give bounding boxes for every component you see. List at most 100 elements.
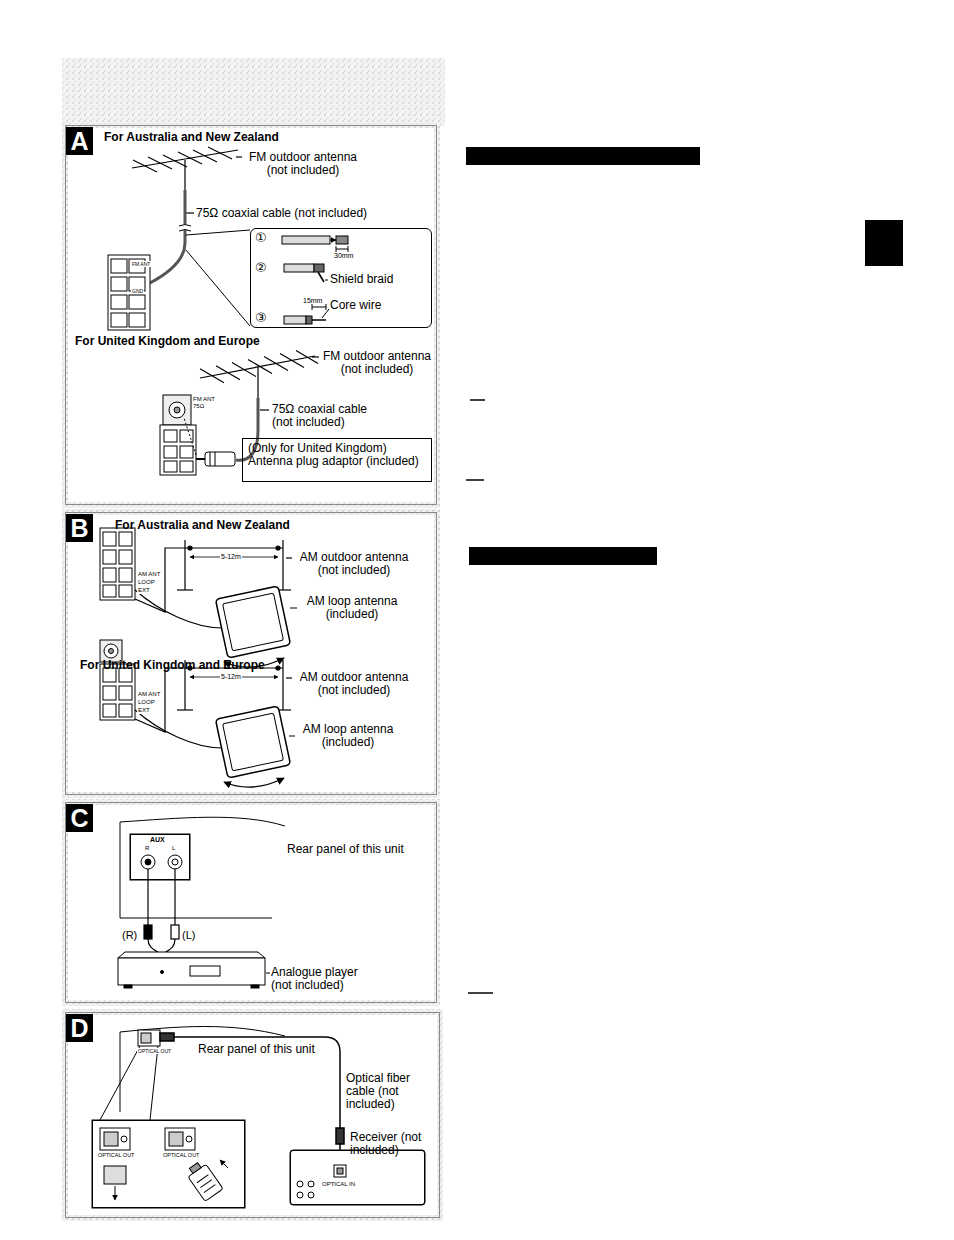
terminal-label: FM ANT 75Ω [193, 396, 217, 410]
figure-letter: D [66, 1014, 93, 1042]
wall-socket [180, 461, 193, 472]
section-heading: For Australia and New Zealand [104, 131, 279, 144]
wall-socket [169, 402, 185, 418]
rear-panel-outline [120, 817, 285, 918]
am-outdoor-antenna [177, 589, 193, 590]
wall-socket [160, 395, 196, 475]
optical-fiber-cable [174, 1037, 340, 1128]
wall-socket [180, 446, 193, 458]
cable-preparation-steps [314, 264, 324, 272]
channel-mark: (L) [182, 929, 195, 942]
fm-antenna-symbol [257, 367, 258, 398]
cable-preparation-steps [318, 272, 324, 282]
am-loop-antenna [215, 706, 290, 778]
analogue-player [266, 973, 270, 974]
panel-ground [65, 125, 440, 1218]
receiver-device [334, 1165, 346, 1177]
callout-label: Analogue player (not included) [271, 966, 371, 992]
jack-panel: AUX [130, 834, 190, 880]
terminal-label: AM ANT [137, 691, 161, 698]
optical-detail-inset [121, 1136, 127, 1142]
terminal-block [119, 686, 132, 700]
receiver-device [337, 1168, 343, 1174]
terminal-label: AM ANT [137, 571, 161, 578]
terminal-block [119, 704, 132, 717]
terminal-block [100, 528, 135, 720]
wall-socket [164, 461, 177, 472]
fm-antenna-symbol [232, 363, 256, 377]
optical-detail-inset [200, 1180, 211, 1188]
optical-fiber-cable [160, 1033, 174, 1041]
am-outdoor-antenna [276, 546, 280, 550]
optical-detail-inset [104, 1132, 118, 1146]
terminal-block [103, 532, 116, 546]
analogue-player [118, 952, 270, 988]
optical-detail-inset [220, 1160, 228, 1168]
page-header-texture [62, 58, 445, 126]
am-loop-antenna [224, 778, 284, 787]
rear-panel-outline [120, 918, 272, 919]
fm-antenna-symbol [200, 369, 224, 383]
antenna-plug-adaptor [184, 418, 196, 455]
wall-socket [174, 407, 180, 413]
analogue-player [190, 966, 220, 976]
receiver-device [297, 1192, 303, 1198]
cable-preparation-steps [284, 316, 306, 324]
node-text: Core wire [330, 299, 381, 313]
terminal-label: LOOP [137, 579, 156, 586]
optical-fiber-cable [336, 1128, 344, 1144]
section-heading-bar [469, 547, 657, 565]
wall-socket [180, 430, 193, 442]
callout-label: AM loop antenna (included) [296, 723, 400, 749]
rear-panel-outline [120, 1027, 285, 1113]
channel-mark: R [145, 845, 149, 852]
am-loop-antenna [289, 736, 295, 737]
note-dash [466, 479, 484, 481]
section-heading: For United Kingdom and Europe [80, 659, 265, 672]
audio-cable [171, 925, 179, 939]
optical-jack [138, 1030, 160, 1046]
fm-antenna-symbol [193, 150, 217, 162]
cable-preparation-steps [325, 280, 328, 281]
fm-antenna-symbol [148, 157, 172, 169]
callout-label: AM outdoor antenna (not included) [294, 671, 414, 697]
note-dash [466, 400, 493, 993]
am-loop-antenna [223, 713, 284, 771]
am-loop-antenna [215, 586, 290, 658]
coaxial-cable [180, 224, 190, 230]
optical-detail-inset [197, 1175, 208, 1183]
optical-detail-inset [186, 1136, 192, 1142]
am-outdoor-antenna [135, 710, 222, 748]
cable-preparation-steps [282, 236, 330, 244]
aux-jacks [130, 834, 190, 880]
am-loop-antenna [215, 586, 290, 658]
cable-preparation-steps [306, 316, 312, 324]
terminal-block [119, 532, 132, 546]
cable-preparation-steps [326, 304, 327, 310]
node-text: ③ [255, 311, 267, 326]
callout-label: Receiver (not included) [350, 1131, 434, 1157]
optical-detail-inset [115, 1186, 116, 1200]
receiver-device [308, 1181, 314, 1187]
dimension-label: 5-12m [220, 673, 242, 681]
audio-cable [147, 869, 148, 925]
fm-antenna-symbol [280, 353, 304, 367]
am-outdoor-antenna [286, 677, 292, 678]
cable-preparation-steps [312, 307, 326, 308]
note-dash [470, 399, 485, 401]
cable-preparation-steps [250, 228, 432, 328]
callout-label: 75Ω coaxial cable (not included) [272, 403, 384, 429]
antenna-plug-adaptor [205, 452, 235, 466]
section-heading: For Australia and New Zealand [115, 519, 290, 532]
cable-preparation-steps [284, 264, 314, 272]
optical-jack [100, 1046, 140, 1120]
cable-preparation-steps [336, 246, 337, 252]
terminal-block [111, 295, 127, 309]
receiver-device [308, 1192, 314, 1198]
cable-preparation-steps [312, 319, 326, 321]
terminal-block [103, 550, 116, 564]
terminal-block [103, 704, 116, 717]
analogue-player [251, 985, 259, 988]
antenna-plug-adaptor [210, 452, 211, 466]
